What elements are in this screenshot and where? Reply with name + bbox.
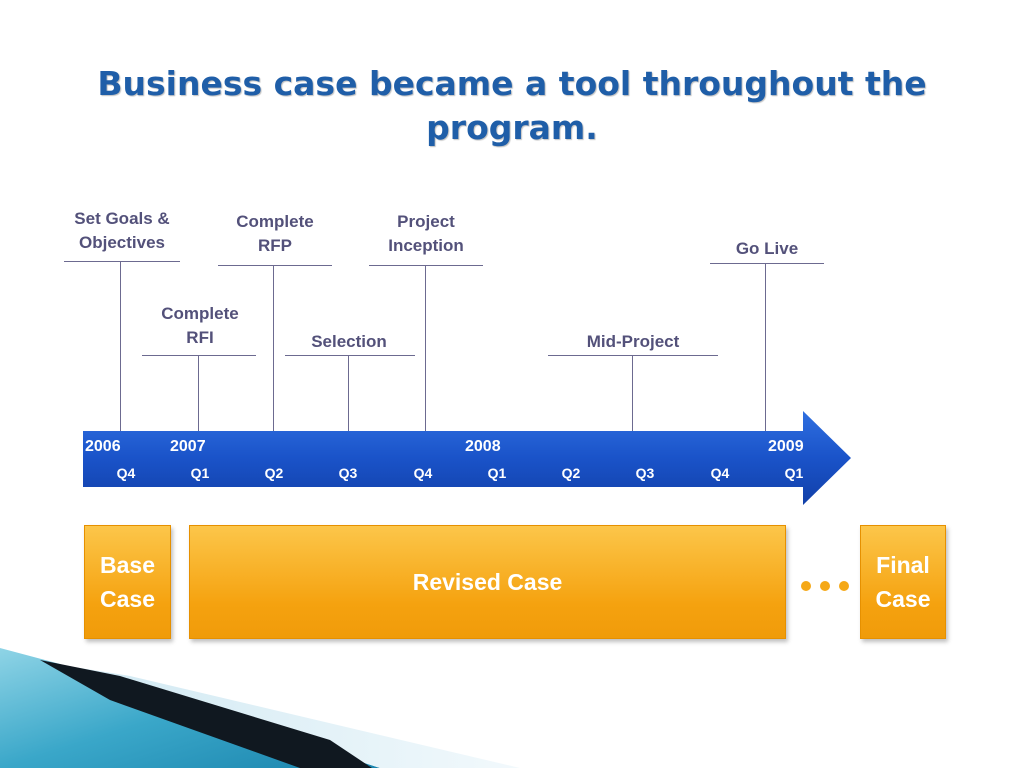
milestone-connector <box>273 265 274 431</box>
quarter-label: Q4 <box>116 465 136 481</box>
milestone-complete-rfi: Complete RFI <box>161 304 239 347</box>
year-label: 2007 <box>170 438 206 455</box>
quarter-label: Q2 <box>561 465 581 481</box>
quarter-label: Q1 <box>784 465 804 481</box>
milestone-underline <box>218 265 332 266</box>
year-label: 2008 <box>465 438 501 455</box>
quarter-label: Q1 <box>190 465 210 481</box>
quarter-label: Q1 <box>487 465 507 481</box>
milestone-project-inception: Project Inception <box>388 212 464 255</box>
quarter-label: Q3 <box>635 465 655 481</box>
year-label: 2009 <box>768 438 804 455</box>
quarter-label: Q2 <box>264 465 284 481</box>
revised-case-box: Revised Case <box>189 525 786 639</box>
milestone-connector <box>198 355 199 431</box>
milestone-underline <box>710 263 824 264</box>
ellipsis-dot <box>839 581 849 591</box>
quarter-label: Q4 <box>413 465 433 481</box>
quarter-label: Q3 <box>338 465 358 481</box>
ellipsis-dot <box>820 581 830 591</box>
slide-title: Business case became a tool throughout t… <box>97 64 927 147</box>
milestone-connector <box>632 355 633 431</box>
milestone-connector <box>120 261 121 431</box>
milestone-connector <box>348 355 349 431</box>
milestone-underline <box>64 261 180 262</box>
milestone-mid-project: Mid-Project <box>586 332 680 351</box>
ellipsis-dot <box>801 581 811 591</box>
milestone-complete-rfp: Complete RFP <box>236 212 314 255</box>
milestone-selection: Selection <box>311 332 387 351</box>
year-label: 2006 <box>85 438 121 455</box>
milestone-underline <box>369 265 483 266</box>
final-case-box: Final Case <box>860 525 946 639</box>
milestone-connector <box>425 265 426 431</box>
base-case-box: Base Case <box>84 525 171 639</box>
milestone-connector <box>765 263 766 431</box>
milestone-underline <box>548 355 718 356</box>
quarter-label: Q4 <box>710 465 730 481</box>
milestone-go-live: Go Live <box>735 239 799 258</box>
milestone-underline <box>142 355 256 356</box>
milestone-underline <box>285 355 415 356</box>
milestone-set-goals: Set Goals & Objectives <box>74 209 170 252</box>
